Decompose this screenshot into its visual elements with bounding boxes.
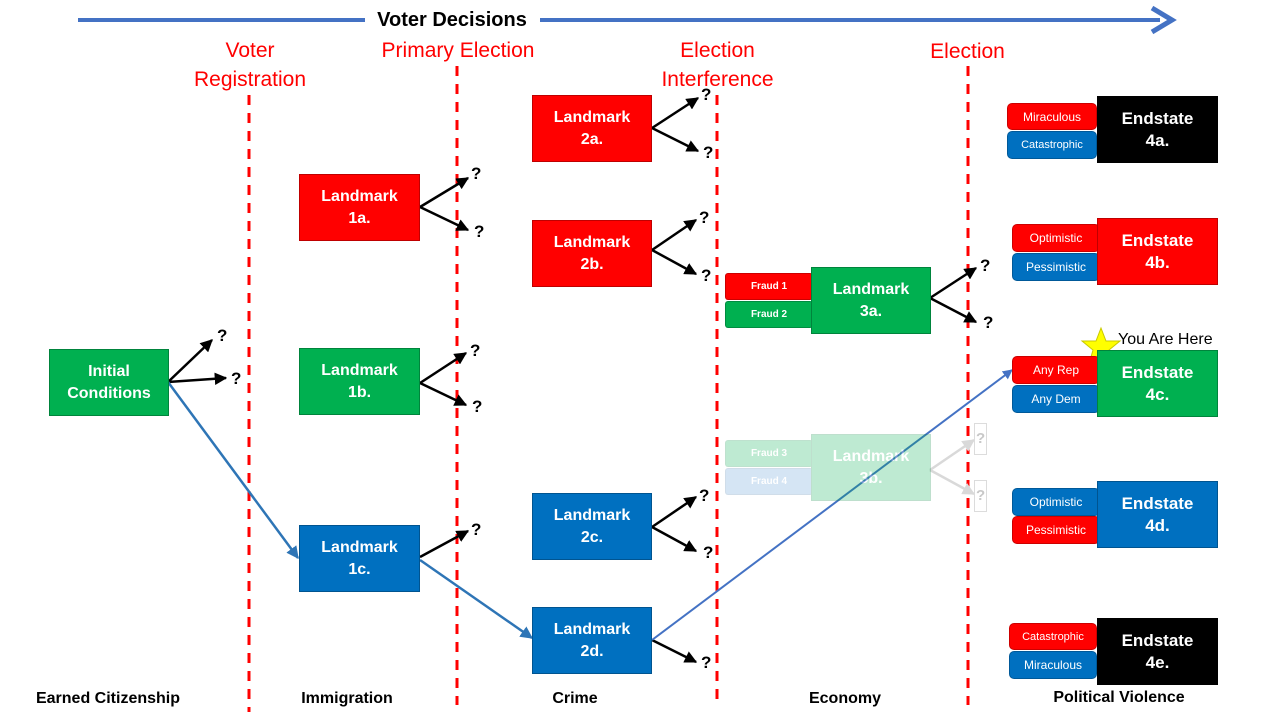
node-endstate-4b: Endstate 4b. (1097, 218, 1218, 285)
question-mark: ? (474, 222, 485, 241)
branch-arrow-3b-down (929, 468, 976, 496)
node-landmark-1b: Landmark 1b. (299, 348, 420, 415)
question-mark: ? (470, 341, 481, 360)
question-mark-faded: ? (974, 480, 988, 512)
branch-arrow-1b-down (419, 381, 468, 407)
node-landmark-2b: Landmark 2b. (532, 220, 652, 287)
bottom-label-political-violence: Political Violence (1053, 689, 1185, 706)
fraud-4-tag: Fraud 4 (725, 468, 813, 495)
fraud-1-tag: Fraud 1 (725, 273, 813, 300)
branch-arrow-initial-up (167, 339, 213, 383)
branch-arrow-3a-down (929, 296, 978, 324)
node-landmark-3a: Landmark 3a. (811, 267, 931, 334)
timeline-arrowhead (1150, 5, 1177, 35)
endstate-4a-tag-bottom: Catastrophic (1007, 131, 1097, 159)
endstate-4c-tag-bottom: Any Dem (1012, 385, 1100, 413)
branch-arrow-2d-down (651, 638, 698, 664)
branch-arrow-1b-up (419, 351, 468, 385)
node-endstate-4a: Endstate 4a. (1097, 96, 1218, 163)
path-2d-to-4c (651, 369, 1013, 641)
branch-arrow-1a-down (419, 205, 470, 232)
bottom-label-economy: Economy (808, 690, 881, 707)
endstate-4d-tag-top: Optimistic (1012, 488, 1100, 516)
branch-arrow-2a-up (651, 96, 700, 130)
path-initial-to-1c (166, 381, 300, 560)
node-landmark-2c: Landmark 2c. (532, 493, 652, 560)
question-mark: ? (980, 256, 991, 275)
bottom-label-earned-citizenship: Earned Citizenship (35, 690, 181, 707)
endstate-4a-tag-top: Miraculous (1007, 103, 1097, 130)
node-endstate-4d: Endstate 4d. (1097, 481, 1218, 548)
endstate-4b-tag-bottom: Pessimistic (1012, 253, 1100, 281)
path-1c-to-2d (419, 558, 534, 640)
question-mark: ? (217, 326, 228, 345)
question-mark: ? (703, 143, 714, 162)
fraud-2-tag: Fraud 2 (725, 301, 813, 328)
endstate-4b-tag-top: Optimistic (1012, 224, 1100, 252)
node-endstate-4c: Endstate 4c. (1097, 350, 1218, 417)
branch-arrow-initial-down (167, 372, 228, 386)
branch-arrow-2b-down (651, 248, 698, 276)
bottom-label-crime: Crime (552, 690, 598, 707)
node-landmark-1c: Landmark 1c. (299, 525, 420, 592)
you-are-here-label: You Are Here (1118, 331, 1213, 348)
branch-arrow-3a-up (929, 266, 978, 300)
question-mark: ? (699, 208, 710, 227)
bottom-label-immigration: Immigration (301, 690, 393, 707)
endstate-4c-tag-top: Any Rep (1012, 356, 1100, 384)
question-mark: ? (703, 543, 714, 562)
header-primary-election: Primary Election (381, 39, 535, 62)
branch-arrow-1c-up (419, 529, 470, 559)
endstate-4d-tag-bottom: Pessimistic (1012, 516, 1100, 544)
question-mark: ? (983, 313, 994, 332)
branch-arrow-1a-up (419, 176, 470, 209)
header-election: Election (930, 40, 1005, 63)
branch-arrow-3b-up (929, 438, 976, 472)
timeline-title: Voter Decisions (366, 6, 538, 34)
node-landmark-2d: Landmark 2d. (532, 607, 652, 674)
question-mark: ? (701, 85, 712, 104)
node-landmark-2a: Landmark 2a. (532, 95, 652, 162)
node-landmark-1a: Landmark 1a. (299, 174, 420, 241)
node-endstate-4e: Endstate 4e. (1097, 618, 1218, 685)
node-landmark-3b: Landmark 3b. (811, 434, 931, 501)
header-voter-registration: Voter Registration (193, 39, 307, 91)
header-election-interference: Election Interference (640, 36, 795, 94)
branch-arrow-2b-up (651, 218, 698, 252)
node-initial-conditions: Initial Conditions (49, 349, 169, 416)
branch-arrow-2c-down (651, 525, 698, 553)
branch-arrow-2c-up (651, 495, 698, 529)
question-mark: ? (472, 397, 483, 416)
question-mark: ? (701, 653, 712, 672)
question-mark: ? (701, 266, 712, 285)
question-mark: ? (471, 164, 482, 183)
endstate-4e-tag-bottom: Miraculous (1009, 651, 1097, 679)
question-mark: ? (471, 520, 482, 539)
branch-arrow-2a-down (651, 126, 700, 153)
fraud-3-tag: Fraud 3 (725, 440, 813, 467)
question-mark: ? (699, 486, 710, 505)
question-mark: ? (231, 369, 242, 388)
endstate-4e-tag-top: Catastrophic (1009, 623, 1097, 650)
question-mark-faded: ? (974, 423, 988, 455)
